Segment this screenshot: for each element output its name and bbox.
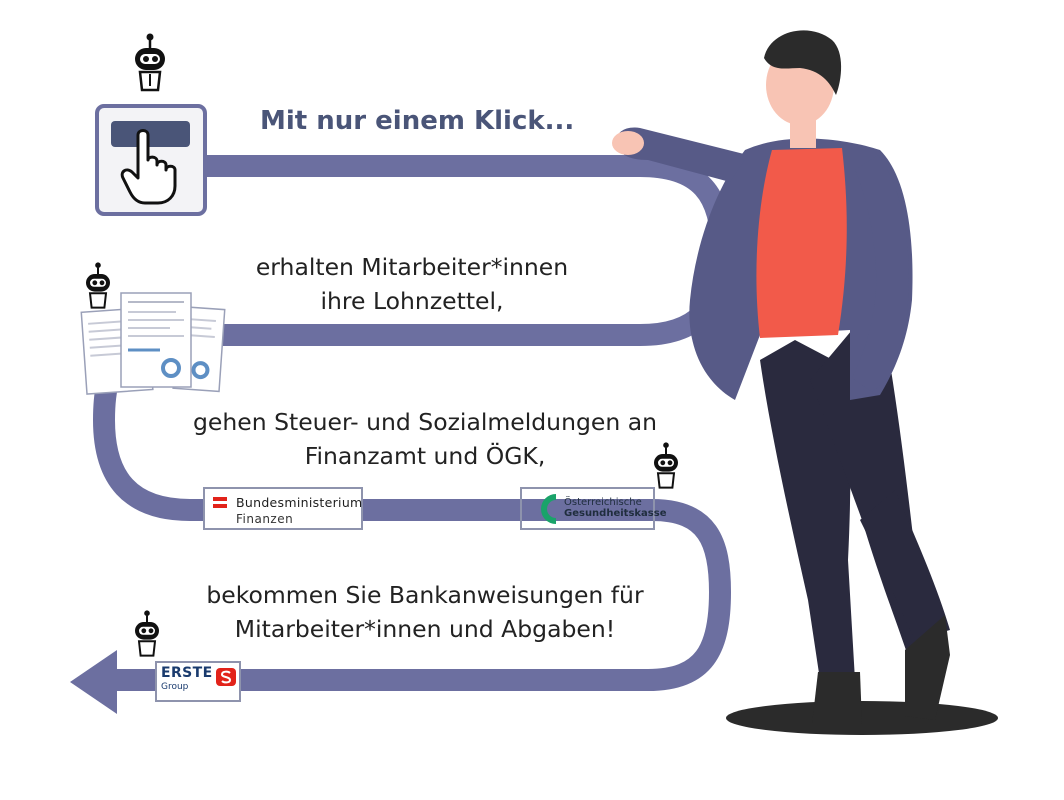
ogk-name-line2: Gesundheitskasse — [564, 508, 667, 519]
bank-step-line1: bekommen Sie Bankanweisungen für — [206, 581, 644, 609]
payslip-step-text: erhalten Mitarbeiter*innen ihre Lohnzett… — [212, 250, 612, 318]
click-button-icon — [95, 104, 207, 216]
austrian-flag-icon — [213, 497, 227, 508]
person-illustration — [612, 30, 998, 735]
bank-step-text: bekommen Sie Bankanweisungen für Mitarbe… — [175, 578, 675, 646]
bmf-name: Bundesministerium — [236, 495, 363, 510]
sparkasse-s-icon — [216, 668, 236, 686]
reports-step-line1: gehen Steuer- und Sozialmeldungen an — [192, 408, 658, 436]
payslip-step-line2: ihre Lohnzettel, — [320, 287, 504, 315]
reports-step-text: gehen Steuer- und Sozialmeldungen an Fin… — [170, 405, 680, 473]
ogk-logo: Österreichische Gesundheitskasse — [520, 487, 667, 530]
erste-sub: Group — [161, 682, 189, 692]
ogk-name-line1: Österreichische — [564, 497, 642, 508]
intro-title: Mit nur einem Klick... — [260, 106, 575, 136]
bank-step-line2: Mitarbeiter*innen und Abgaben! — [234, 615, 616, 643]
ground-shadow — [726, 701, 998, 735]
robot-icon — [654, 442, 678, 489]
ogk-logo-mark — [541, 494, 557, 524]
bmf-sub: Finanzen — [236, 512, 294, 526]
robot-icon — [86, 262, 110, 309]
erste-name: ERSTE — [161, 665, 213, 681]
hand-pointer-icon — [120, 129, 177, 205]
ogk-name: Österreichische Gesundheitskasse — [564, 497, 667, 519]
bmf-logo: Bundesministerium Finanzen — [203, 487, 363, 530]
payslip-step-line1: erhalten Mitarbeiter*innen — [255, 253, 569, 281]
robot-icon — [135, 610, 159, 657]
flow-arrow-head — [70, 650, 117, 714]
payslip-documents-icon — [80, 292, 226, 395]
robot-icon — [135, 33, 165, 92]
erste-group-logo: ERSTE Group — [155, 661, 241, 702]
reports-step-line2: Finanzamt und ÖGK, — [304, 442, 546, 470]
